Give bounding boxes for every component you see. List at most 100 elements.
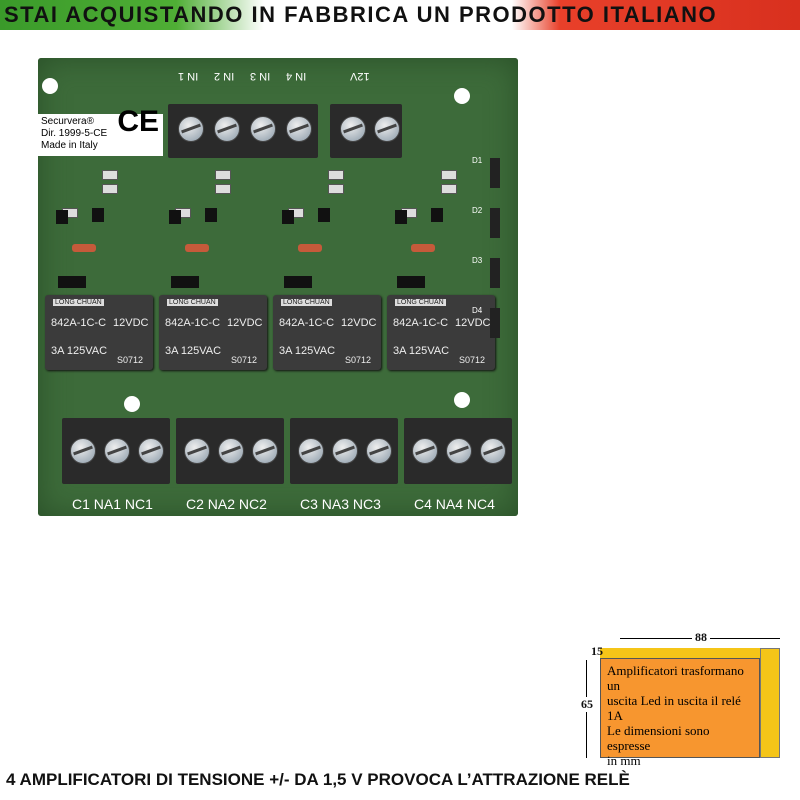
screw-icon <box>178 116 204 142</box>
transistor <box>205 208 217 222</box>
transistor <box>92 208 104 222</box>
screw-icon <box>412 438 438 464</box>
output-label: C3 NA3 NC3 <box>300 496 381 512</box>
mount-hole <box>42 78 58 94</box>
output-label: C4 NA4 NC4 <box>414 496 495 512</box>
relay-code: S0712 <box>345 355 372 365</box>
screw-icon <box>480 438 506 464</box>
relay-rating: 3A 125VAC <box>279 345 336 357</box>
screw-icon <box>446 438 472 464</box>
diode <box>490 208 500 238</box>
screw-icon <box>104 438 130 464</box>
pcb-board: Securvera® Dir. 1999-5-CE Made in Italy … <box>38 58 518 516</box>
relay-model: 842A-1C-C <box>393 317 449 329</box>
diode <box>490 258 500 288</box>
input-label: IN 1 <box>178 70 199 82</box>
screw-icon <box>374 116 400 142</box>
transistor <box>56 210 68 224</box>
desc-line: Le dimensioni sono espresse <box>607 723 710 753</box>
resistor <box>441 170 457 180</box>
input-label: IN 2 <box>214 70 235 82</box>
height-dimension: 65 <box>581 697 593 712</box>
relay: LONG CHUAN 842A-1C-C 12VDC 3A 125VAC S0712 <box>387 295 495 370</box>
transistor <box>431 208 443 222</box>
diode-label: D3 <box>472 256 483 265</box>
box-front-face: Amplificatori trasformano un uscita Led … <box>600 658 760 768</box>
box-side-face <box>760 648 780 758</box>
resistor <box>102 184 118 194</box>
screw-icon <box>366 438 392 464</box>
jumper <box>284 276 312 288</box>
relay-code: S0712 <box>459 355 486 365</box>
resistor <box>328 184 344 194</box>
diode <box>185 244 209 252</box>
relay-rating: 3A 125VAC <box>393 345 450 357</box>
italian-banner: STAI ACQUISTANDO IN FABBRICA UN PRODOTTO… <box>0 0 800 30</box>
ce-mark: CE <box>117 105 159 138</box>
mount-hole <box>124 396 140 412</box>
diode <box>490 158 500 188</box>
diode-label: D1 <box>472 156 483 165</box>
footer-caption: 4 AMPLIFICATORI DI TENSIONE +/- DA 1,5 V… <box>6 770 630 789</box>
cert-directive: Dir. 1999-5-CE <box>41 128 108 139</box>
output-label: C1 NA1 NC1 <box>72 496 153 512</box>
jumper <box>171 276 199 288</box>
diode-label: D2 <box>472 206 483 215</box>
screw-icon <box>70 438 96 464</box>
relay-code: S0712 <box>231 355 258 365</box>
relay-brand: LONG CHUAN <box>395 299 446 306</box>
output-label: C2 NA2 NC2 <box>186 496 267 512</box>
relay: LONG CHUAN 842A-1C-C 12VDC 3A 125VAC S0712 <box>45 295 153 370</box>
transistor <box>282 210 294 224</box>
certification-label: Securvera® Dir. 1999-5-CE Made in Italy … <box>38 105 163 156</box>
relay-coil: 12VDC <box>455 317 491 329</box>
width-dimension: 88 <box>692 630 710 645</box>
resistor <box>215 184 231 194</box>
diode-label: D4 <box>472 306 483 315</box>
mount-hole <box>454 392 470 408</box>
screw-icon <box>332 438 358 464</box>
diode <box>490 308 500 338</box>
relay-model: 842A-1C-C <box>51 317 107 329</box>
resistor <box>102 170 118 180</box>
relay-coil: 12VDC <box>227 317 263 329</box>
relay-brand: LONG CHUAN <box>167 299 218 306</box>
banner-text: STAI ACQUISTANDO IN FABBRICA UN PRODOTTO… <box>4 2 718 27</box>
relay-rating: 3A 125VAC <box>165 345 222 357</box>
desc-line: in mm <box>607 753 641 768</box>
desc-line: Amplificatori trasformano un <box>607 663 744 693</box>
transistor <box>318 208 330 222</box>
screw-icon <box>184 438 210 464</box>
resistor <box>441 184 457 194</box>
desc-line: uscita Led in uscita il relé 1A <box>607 693 741 723</box>
relay-code: S0712 <box>117 355 144 365</box>
relay-coil: 12VDC <box>113 317 149 329</box>
relay-coil: 12VDC <box>341 317 377 329</box>
relay-brand: LONG CHUAN <box>53 299 104 306</box>
diode <box>411 244 435 252</box>
relay-model: 842A-1C-C <box>165 317 221 329</box>
screw-icon <box>286 116 312 142</box>
diode <box>72 244 96 252</box>
power-label: 12V <box>350 70 370 82</box>
relay-brand: LONG CHUAN <box>281 299 332 306</box>
cert-brand: Securvera® <box>41 116 94 127</box>
screw-icon <box>214 116 240 142</box>
input-label: IN 4 <box>286 70 307 82</box>
transistor <box>169 210 181 224</box>
jumper <box>397 276 425 288</box>
screw-icon <box>298 438 324 464</box>
jumper <box>58 276 86 288</box>
transistor <box>395 210 407 224</box>
screw-icon <box>252 438 278 464</box>
input-label: IN 3 <box>250 70 271 82</box>
cert-origin: Made in Italy <box>41 140 98 151</box>
resistor <box>328 170 344 180</box>
relay: LONG CHUAN 842A-1C-C 12VDC 3A 125VAC S0712 <box>159 295 267 370</box>
screw-icon <box>250 116 276 142</box>
mount-hole <box>454 88 470 104</box>
depth-dimension: 15 <box>591 644 603 658</box>
relay-rating: 3A 125VAC <box>51 345 108 357</box>
screw-icon <box>340 116 366 142</box>
